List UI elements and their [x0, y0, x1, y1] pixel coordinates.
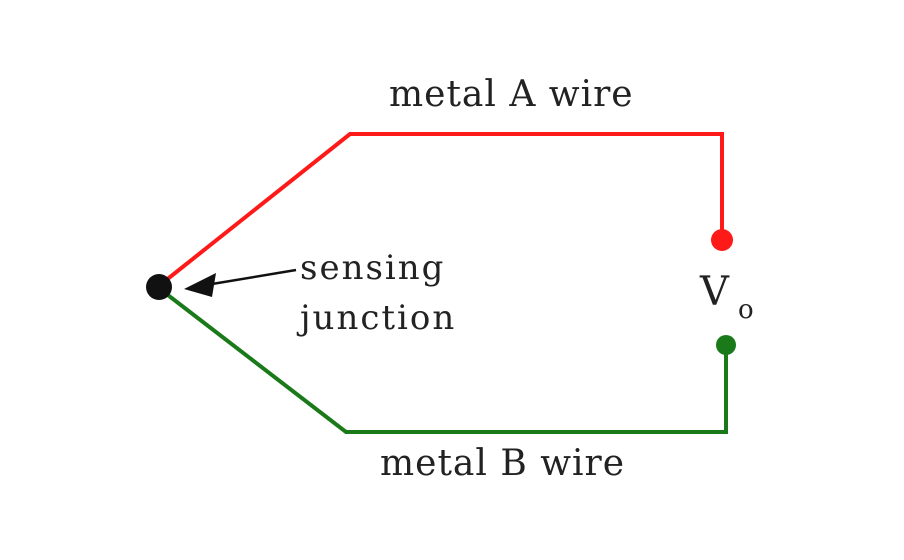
wire-a-terminal: [711, 229, 733, 251]
wire-b-path: [158, 287, 728, 434]
sensing-junction-label-line2: junction: [296, 298, 456, 338]
junction-pointer-line: [205, 268, 297, 287]
wire-b-label: metal B wire: [380, 443, 625, 484]
output-voltage-symbol: V: [699, 269, 730, 315]
wire-a-path: [158, 132, 724, 287]
output-voltage-subscript: o: [738, 295, 754, 325]
wire-b-terminal: [716, 335, 736, 355]
wire-a-label: metal A wire: [389, 74, 634, 115]
junction-pointer-arrowhead: [184, 273, 216, 297]
sensing-junction-label-line1: sensing: [300, 248, 445, 288]
sensing-junction-dot: [146, 274, 172, 300]
